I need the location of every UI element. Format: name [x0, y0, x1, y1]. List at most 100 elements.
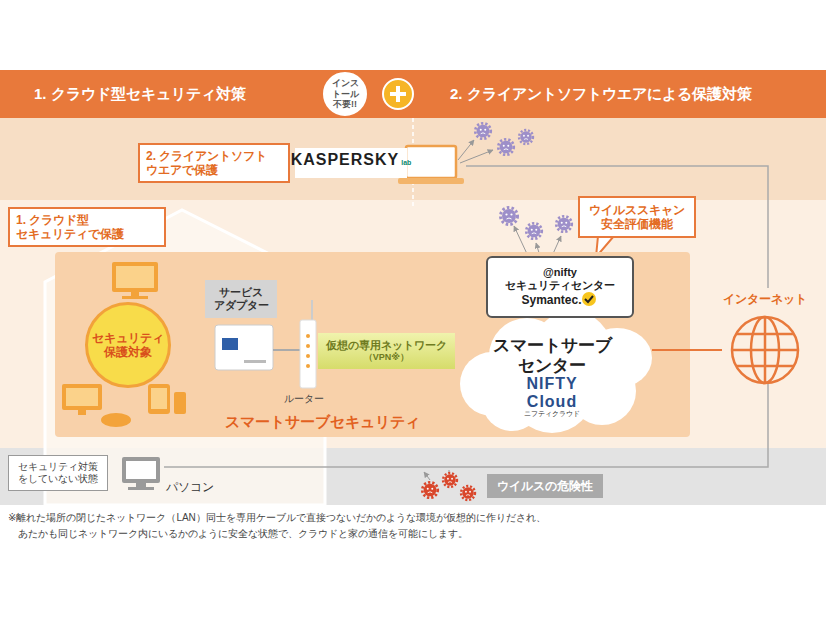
node-text: セキュリティ 保護対象: [88, 331, 168, 360]
virus-purple: [498, 139, 513, 154]
pc-icon: [126, 461, 156, 479]
node-text: ウイルススキャン 安全評価機能: [586, 203, 688, 232]
router: [300, 300, 316, 388]
label-box: セキュリティ対策 をしていない状態: [8, 455, 108, 491]
laptop-icon: [398, 178, 464, 184]
virus-red: [443, 473, 457, 487]
node-text: lab: [401, 159, 411, 167]
pc-icon: [128, 487, 154, 490]
label-box: 2. クライアントソフト ウエアで保護: [138, 143, 290, 183]
node-text: スマートサーブセキュリティ: [225, 413, 420, 431]
warning-box: ウイルスの危険性: [487, 474, 603, 498]
pc-icon: [122, 457, 160, 490]
virus-red: [461, 486, 475, 500]
router: [306, 334, 310, 338]
globe-icon: [722, 292, 808, 408]
device-icons: [148, 384, 170, 414]
check-icon: [582, 292, 596, 306]
virus-purple: [501, 208, 518, 225]
device-icons: [112, 262, 158, 292]
globe-icon: [732, 317, 798, 383]
laptop-icon: [406, 146, 456, 178]
ground: [0, 200, 826, 448]
node-text: 1. クラウド型 セキュリティで保護: [16, 213, 158, 242]
ground: [0, 70, 826, 118]
check-icon: [585, 296, 593, 302]
service-adapter: [215, 325, 273, 370]
node-text: スマートサーブ センター: [482, 336, 622, 375]
virus-red: [422, 471, 475, 500]
service-adapter: [215, 325, 300, 370]
label-box: サービス アダプター: [205, 280, 277, 318]
part-label: パソコン: [166, 478, 214, 497]
node-text: 2. クライアントソフト ウエアで保護: [146, 149, 282, 178]
globe-icon: [732, 317, 798, 383]
virus-purple: [514, 226, 528, 256]
internet-globe: インターネット: [722, 292, 808, 408]
virus-purple: [519, 130, 533, 144]
node-text: 仮想の専用ネットワーク: [326, 339, 447, 352]
service-adapter: [244, 360, 266, 363]
device-icons: [62, 262, 186, 427]
node-text: ニフティクラウド: [524, 410, 580, 418]
router: [306, 354, 310, 358]
band-heading: 1. クラウド型セキュリティ対策: [0, 70, 318, 118]
service-adapter: [222, 338, 238, 350]
ground: [0, 118, 826, 200]
service-panel: スマートサーブセキュリティ セキュリティ 保護対象 サービス アダプター仮想の専用ネ…: [55, 252, 690, 437]
node-text: @nifty セキュリティセンター: [494, 266, 626, 292]
virus-purple: [526, 223, 541, 238]
virus-purple: [458, 123, 572, 256]
callout-box: ウイルススキャン 安全評価機能: [578, 196, 696, 238]
device-icons: [78, 410, 86, 415]
device-icons: [122, 296, 148, 299]
part-label: ルーター: [284, 391, 324, 407]
install-badge: インス トール 不要!!: [321, 70, 369, 118]
node-text: 2. クライアントソフトウエアによる保護対策: [450, 85, 752, 103]
node-text: インス トール 不要!!: [323, 78, 367, 110]
router: [300, 320, 316, 388]
node-text: Symantec.: [521, 292, 598, 307]
laptop-icon: [398, 146, 464, 184]
virus-purple: [460, 150, 493, 163]
router: [311, 300, 313, 320]
device-icons: [66, 388, 98, 406]
service-adapter: [273, 349, 300, 351]
band-heading: 2. クライアントソフトウエアによる保護対策: [420, 70, 826, 118]
security-panel: [55, 252, 690, 437]
router: [306, 364, 310, 368]
pc-icon: [122, 457, 160, 483]
protected-circle: セキュリティ 保護対象: [85, 302, 171, 388]
check-icon: [582, 292, 596, 306]
vpn-band: 仮想の専用ネットワーク（VPN※）: [318, 333, 455, 369]
security-center-box: @nifty セキュリティセンターSymantec.: [486, 256, 634, 318]
virus-purple: [475, 123, 490, 138]
globe-icon: [732, 317, 798, 383]
virus-purple: [556, 216, 571, 231]
virus-red: [448, 471, 450, 472]
node-text: （VPN※）: [364, 352, 409, 363]
connector: [652, 349, 722, 351]
device-icons: [62, 384, 102, 410]
logo-box: KASPERSKYlab: [295, 148, 407, 178]
device-icons: [116, 266, 154, 288]
virus-purple: [458, 140, 474, 160]
virus-red: [424, 472, 430, 480]
node-text: ウイルスの危険性: [497, 479, 593, 493]
router: [306, 344, 310, 348]
device-icons: [151, 388, 167, 409]
virus-red: [422, 482, 437, 497]
plus-icon: [383, 79, 413, 109]
footnote: ※離れた場所の閉じたネットワーク（LAN）同士を専用ケーブルで直接つないだかのよ…: [8, 510, 628, 542]
pc-icon: [136, 483, 146, 487]
plus-icon: [383, 79, 413, 109]
node-text: サービス アダプター: [211, 286, 271, 312]
security-panel: [55, 252, 690, 437]
node-text: 1. クラウド型セキュリティ対策: [34, 85, 246, 103]
plus-icon: [390, 86, 406, 102]
device-icons: [174, 392, 186, 414]
node-text: インターネット: [723, 292, 807, 306]
